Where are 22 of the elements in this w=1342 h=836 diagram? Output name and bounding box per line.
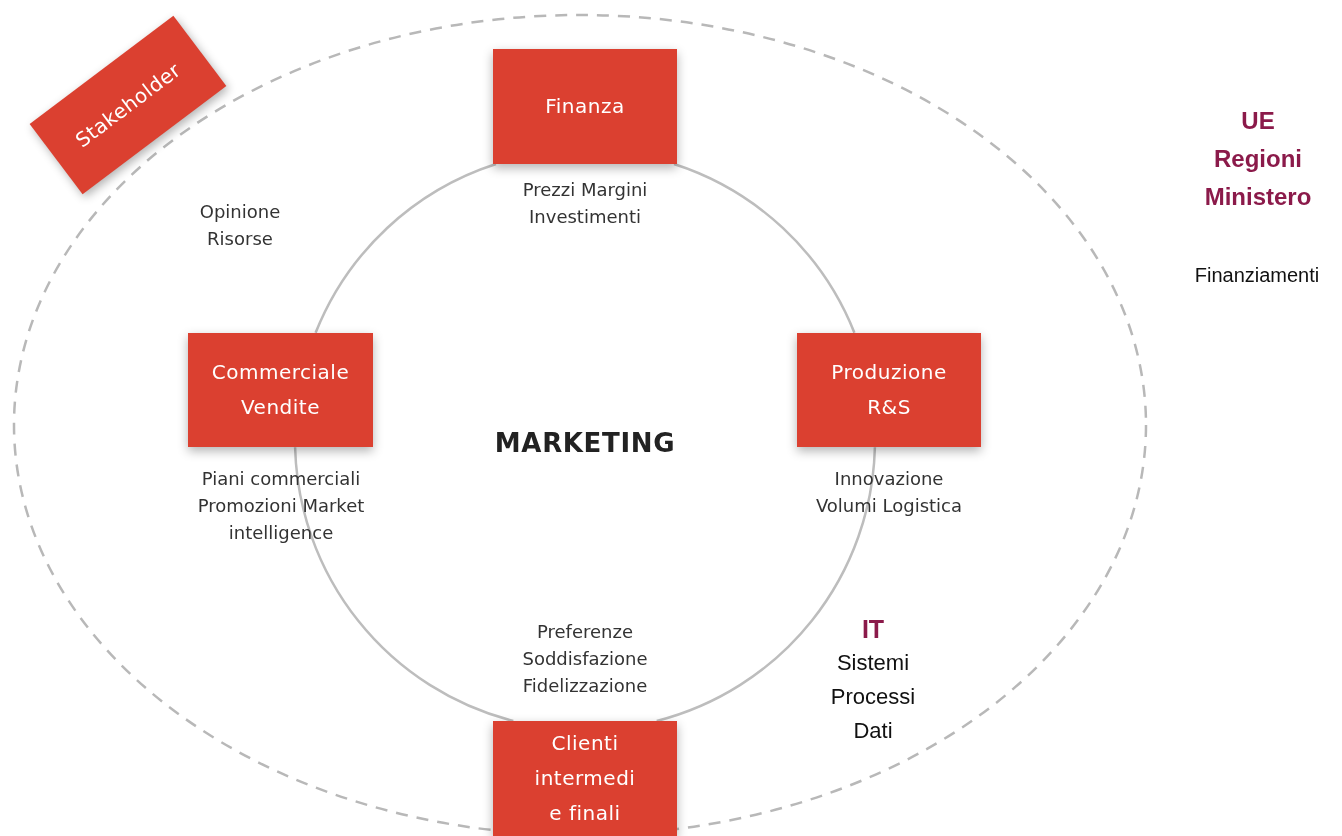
topic-list: Piani commerciali Promozioni Market intelligence bbox=[190, 465, 372, 546]
institution-list: UE Regioni Ministero bbox=[1202, 102, 1314, 216]
box-label: Commerciale Vendite bbox=[210, 359, 351, 421]
funding-label: Finanziamenti bbox=[1193, 263, 1321, 288]
department-box bbox=[188, 333, 373, 447]
box-label: Produzione R&S bbox=[830, 359, 948, 421]
topic-list: Innovazione Volumi Logistica bbox=[814, 465, 964, 519]
circle-arc-connector bbox=[314, 162, 497, 334]
topic-list: Opinione Risorse bbox=[185, 198, 295, 252]
department-box bbox=[797, 333, 981, 447]
circle-arc-connector bbox=[293, 447, 514, 723]
it-topics: Sistemi Processi Dati bbox=[829, 649, 917, 745]
topic-list: Prezzi Margini Investimenti bbox=[517, 176, 653, 230]
circle-arc-connector bbox=[673, 162, 856, 334]
it-heading: IT bbox=[860, 614, 886, 645]
box-label: Clienti intermedi e finali bbox=[533, 730, 637, 827]
department-box bbox=[493, 721, 677, 836]
circle-arc-connector bbox=[656, 447, 877, 723]
department-box bbox=[493, 49, 677, 164]
box-label: Finanza bbox=[544, 93, 626, 120]
center-title: MARKETING bbox=[493, 427, 677, 460]
topic-list: Preferenze Soddisfazione Fidelizzazione bbox=[495, 618, 675, 699]
